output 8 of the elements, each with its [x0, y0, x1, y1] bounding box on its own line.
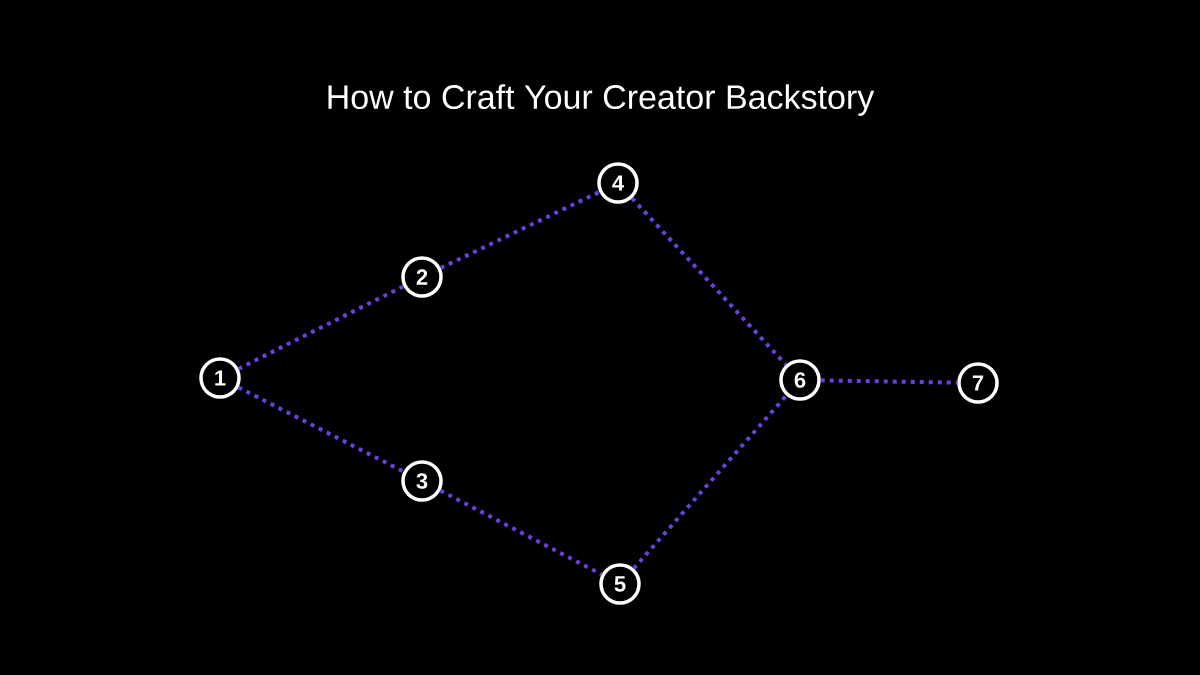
title: How to Craft Your Creator Backstory — [328, 84, 875, 116]
dotted-connector — [237, 385, 405, 474]
dotted-connector — [439, 190, 601, 270]
dotted-connector — [630, 196, 788, 367]
dotted-connector — [632, 394, 788, 570]
dotted-connector — [439, 488, 603, 577]
dotted-connector — [237, 284, 405, 371]
dotted-connector — [820, 378, 958, 385]
